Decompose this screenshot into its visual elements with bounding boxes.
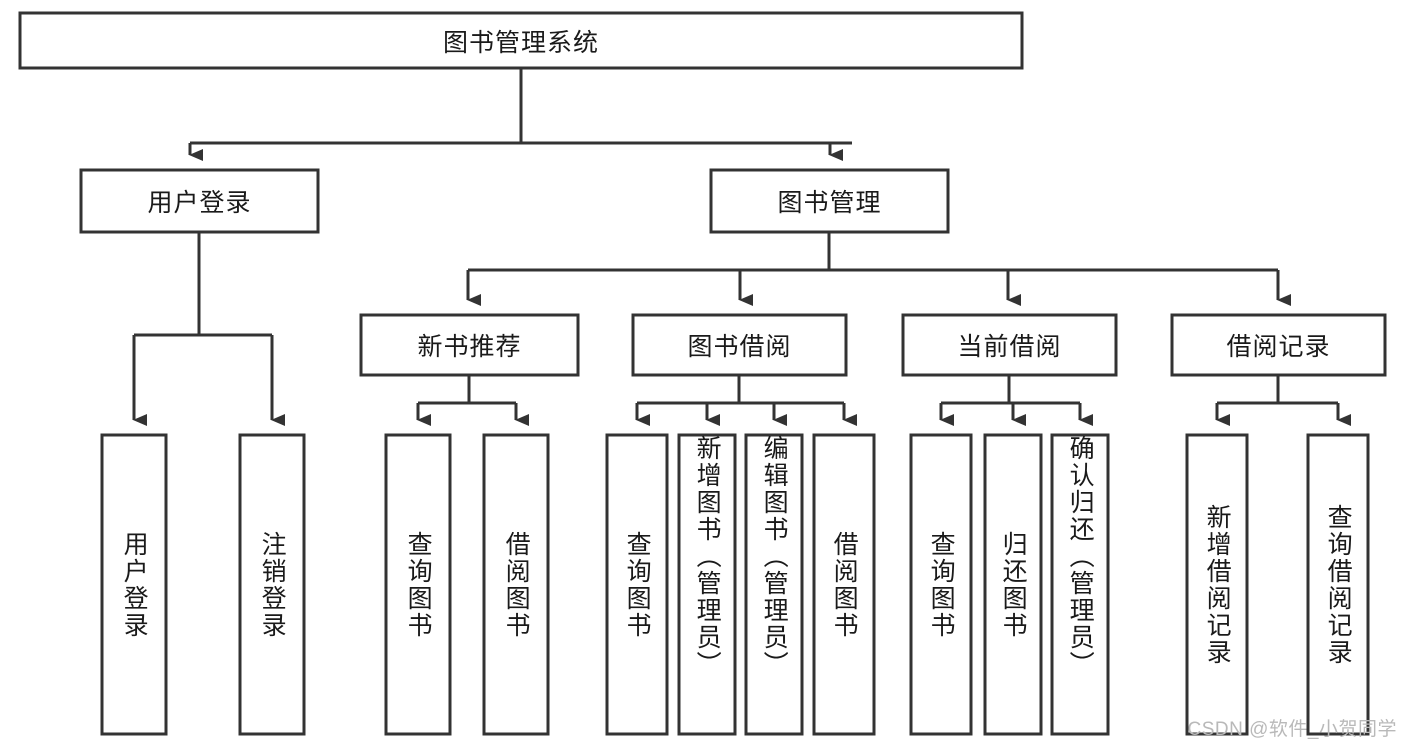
connector-newbook-to-leaves (416, 375, 529, 426)
node-leaf-1[interactable] (238, 433, 306, 736)
connector-records-to-leaves (1215, 375, 1351, 426)
node-leaf-6[interactable] (744, 433, 804, 736)
node-level3-current-borrow[interactable] (901, 313, 1118, 377)
node-leaf-2[interactable] (384, 433, 452, 736)
node-leaf-10[interactable] (1050, 433, 1110, 736)
node-leaf-0[interactable] (100, 433, 168, 736)
node-level3-book-borrow[interactable] (631, 313, 848, 377)
node-level3-borrow-records[interactable] (1170, 313, 1387, 377)
node-level3-new-book-recommend[interactable] (359, 313, 580, 377)
connector-borrow-to-leaves (635, 375, 857, 426)
node-leaf-11[interactable] (1185, 433, 1249, 736)
node-leaf-3[interactable] (482, 433, 550, 736)
node-leaf-7[interactable] (812, 433, 876, 736)
node-leaf-5[interactable] (677, 433, 737, 736)
watermark-text: CSDN @软件_小贺同学 (1187, 719, 1397, 740)
node-level2-book-management[interactable] (709, 168, 950, 234)
node-leaf-9[interactable] (983, 433, 1043, 736)
node-level2-user-login[interactable] (79, 168, 320, 234)
connector-bookmgmt-to-level3 (466, 232, 1291, 306)
node-leaf-8[interactable] (909, 433, 973, 736)
connector-current-to-leaves (939, 375, 1093, 426)
node-root[interactable] (18, 11, 1024, 70)
node-leaf-12[interactable] (1306, 433, 1370, 736)
connector-userlogin-to-leaves (132, 232, 285, 426)
node-leaf-4[interactable] (605, 433, 669, 736)
connector-root-to-level2 (188, 68, 852, 161)
